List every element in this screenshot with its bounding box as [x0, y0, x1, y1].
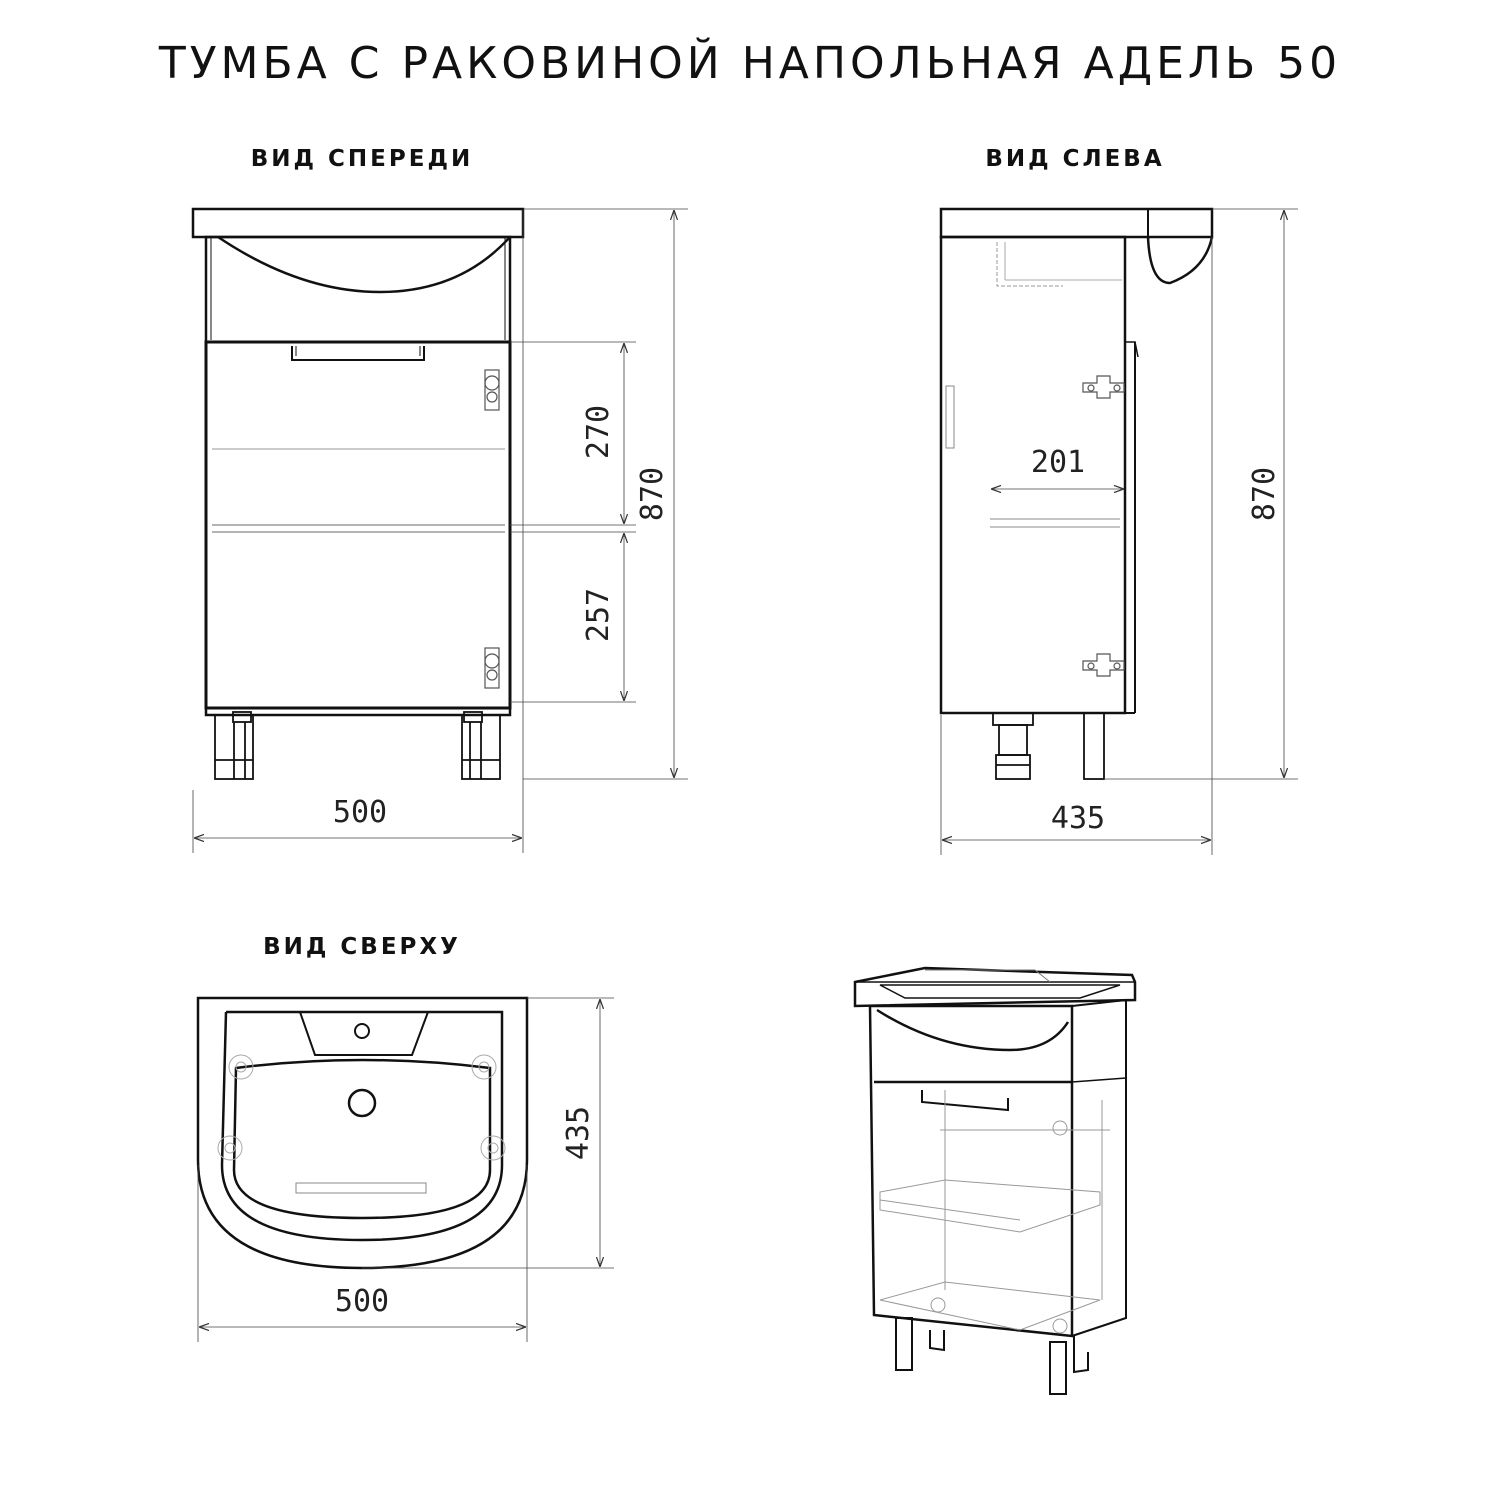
- front-width-value: 500: [333, 795, 387, 830]
- front-upper-shelf-value: 270: [581, 405, 616, 459]
- side-basin-bowl: [1146, 236, 1214, 285]
- top-view: [196, 996, 529, 1270]
- side-sink-top: [939, 207, 1214, 239]
- side-leg-back: [1083, 712, 1105, 780]
- side-leg-front: [992, 712, 1034, 780]
- iso-legs: [895, 1317, 1089, 1395]
- side-depth-value: 435: [1051, 801, 1105, 836]
- front-sink-top: [191, 207, 525, 239]
- top-view-label: ВИД СВЕРХУ: [263, 934, 461, 960]
- drawing-title: ТУМБА С РАКОВИНОЙ НАПОЛЬНАЯ АДЕЛЬ 50: [158, 38, 1342, 89]
- side-height-value: 870: [1247, 467, 1282, 521]
- front-view-label: ВИД СПЕРЕДИ: [250, 146, 474, 172]
- side-shelf-depth-value: 201: [1031, 445, 1085, 480]
- top-drain-hole: [347, 1088, 377, 1118]
- front-height-value: 870: [635, 467, 670, 521]
- top-basin-bowl: [232, 1058, 492, 1220]
- front-door-handle: [291, 346, 425, 361]
- isometric-view: [853, 966, 1137, 1395]
- iso-door-handle: [921, 1090, 1009, 1112]
- left-view-label: ВИД СЛЕВА: [985, 146, 1165, 172]
- front-leg-left: [214, 711, 254, 780]
- iso-basin-curve: [876, 1008, 1070, 1052]
- top-inner-rim: [220, 1010, 504, 1242]
- front-lower-shelf-value: 257: [581, 588, 616, 642]
- iso-hidden-shelves: [879, 1090, 1110, 1334]
- top-faucet-deck: [299, 1011, 429, 1056]
- top-dimensions: [197, 997, 614, 1342]
- front-view: [191, 207, 525, 780]
- front-hinge-bottom: [484, 647, 500, 689]
- front-dimensions: [192, 208, 688, 853]
- side-dimensions: [940, 208, 1298, 855]
- front-leg-right: [461, 711, 501, 780]
- iso-cabinet-side: [1071, 998, 1127, 1337]
- side-hinge-top: [1082, 375, 1125, 399]
- front-cabinet-body: [204, 235, 512, 717]
- top-faucet-hole: [354, 1023, 370, 1039]
- top-depth-value: 435: [561, 1106, 596, 1160]
- iso-sink-top: [853, 966, 1137, 1008]
- top-width-value: 500: [335, 1284, 389, 1319]
- front-basin-curve: [217, 235, 511, 294]
- side-pipe-hidden: [996, 242, 1063, 287]
- front-hinge-top: [484, 369, 500, 411]
- side-view: [939, 207, 1214, 780]
- side-hinge-bottom: [1082, 653, 1125, 677]
- top-hidden-fixings: [217, 1054, 506, 1161]
- iso-cabinet-front: [868, 1004, 1074, 1338]
